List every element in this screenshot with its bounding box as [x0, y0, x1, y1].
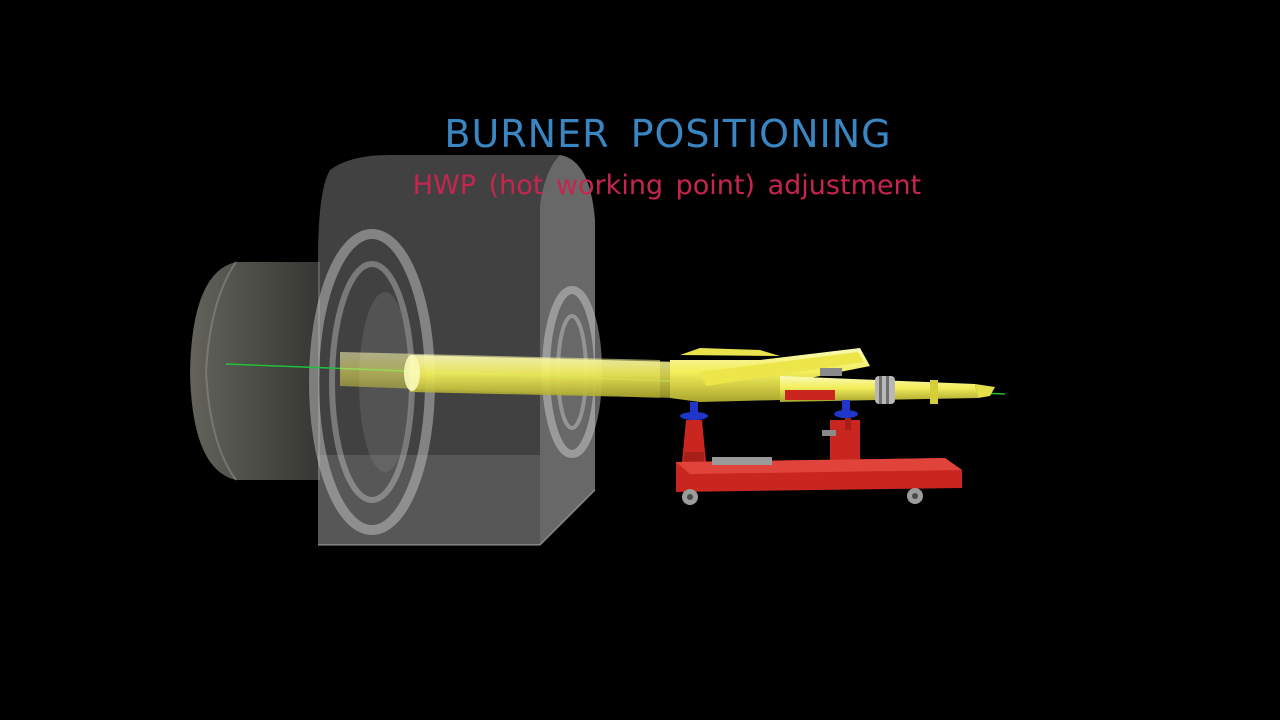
positioning-trolley [676, 418, 962, 505]
rear-cylinder [190, 261, 320, 481]
burner-housing-block [318, 155, 596, 546]
burner-lance [340, 348, 995, 404]
page-subtitle: HWP (hot working point) adjustment [412, 170, 922, 201]
adjuster-knobs [680, 400, 858, 420]
page-title: BURNER POSITIONING [444, 112, 892, 156]
